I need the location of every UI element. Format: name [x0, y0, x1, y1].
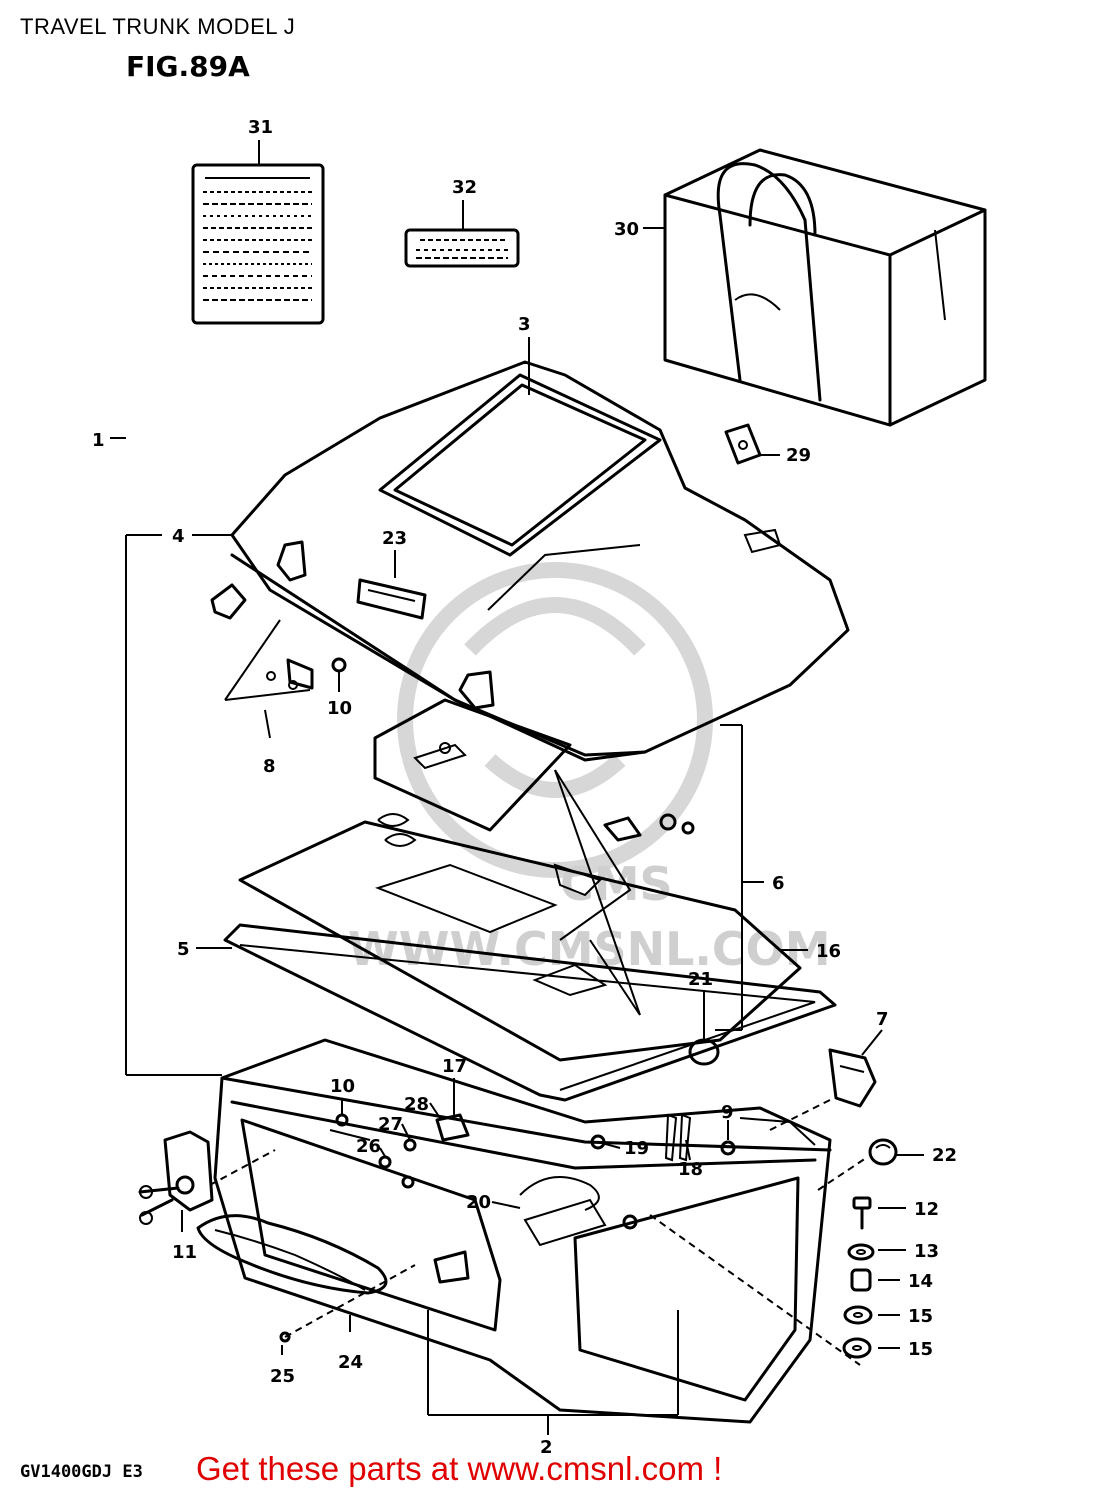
callout-27: 27: [378, 1114, 403, 1135]
hinge-part: [210, 583, 347, 690]
nut-part: [720, 1140, 736, 1156]
figure-label: FIG.89A: [126, 50, 250, 83]
base-emblem-part: [196, 1214, 388, 1295]
callout-30: 30: [614, 219, 639, 240]
callout-21: 21: [688, 969, 713, 990]
callout-25: 25: [270, 1366, 295, 1387]
callout-32: 32: [452, 177, 477, 198]
callout-4: 4: [172, 526, 185, 547]
rivet-part: [279, 1331, 291, 1343]
callout-31: 31: [248, 117, 273, 138]
small-label-part: [404, 228, 520, 268]
callout-9: 9: [721, 1102, 734, 1123]
callout-8: 8: [263, 756, 276, 777]
callout-12: 12: [914, 1199, 939, 1220]
callout-23: 23: [382, 528, 407, 549]
grommet-part: [868, 1138, 898, 1166]
callout-22: 22: [932, 1145, 957, 1166]
seal-part: [223, 923, 837, 1102]
callout-15-lower: 15: [908, 1339, 933, 1360]
callout-14: 14: [908, 1271, 933, 1292]
lid-emblem-part: [356, 578, 427, 620]
callout-1: 1: [92, 430, 105, 451]
callout-17: 17: [442, 1056, 467, 1077]
callout-20: 20: [466, 1192, 491, 1213]
callout-2: 2: [540, 1437, 553, 1458]
screw-part: [590, 1134, 606, 1150]
lining-panel-part: [238, 820, 802, 1062]
trunk-base-part: [213, 1038, 832, 1424]
clip-part: [724, 423, 762, 465]
page-title: TRAVEL TRUNK MODEL J: [20, 14, 296, 39]
callout-11: 11: [172, 1242, 197, 1263]
cms-watermark: CMS WWW.CMSNL.COM: [348, 562, 831, 976]
trunk-lid-part: [230, 360, 850, 762]
mounting-hardware-stack: [842, 1196, 875, 1359]
callout-10-top: 10: [327, 698, 352, 719]
callout-15-upper: 15: [908, 1306, 933, 1327]
travel-bag-part: [663, 148, 987, 427]
callout-19: 19: [624, 1138, 649, 1159]
callout-26: 26: [356, 1136, 381, 1157]
callout-16: 16: [816, 941, 841, 962]
callout-6: 6: [772, 873, 785, 894]
callout-24: 24: [338, 1352, 363, 1373]
callout-28: 28: [404, 1094, 429, 1115]
inner-hardware-part: [329, 1113, 470, 1189]
watermark-logo: CMS: [560, 857, 673, 911]
callout-29: 29: [786, 445, 811, 466]
caution-label-part: [191, 163, 325, 325]
lock-with-keys-part: [138, 1130, 214, 1225]
callout-5: 5: [177, 939, 190, 960]
parts-shop-link[interactable]: Get these parts at www.cmsnl.com !: [196, 1450, 723, 1487]
watermark-url: WWW.CMSNL.COM: [348, 922, 831, 976]
latch-part: [828, 1048, 877, 1108]
callout-3: 3: [518, 314, 531, 335]
callout-18: 18: [678, 1159, 703, 1180]
model-code: GV1400GDJ E3: [20, 1462, 143, 1482]
callout-7: 7: [876, 1009, 889, 1030]
callout-10-bottom: 10: [330, 1076, 355, 1097]
callout-13: 13: [914, 1241, 939, 1262]
